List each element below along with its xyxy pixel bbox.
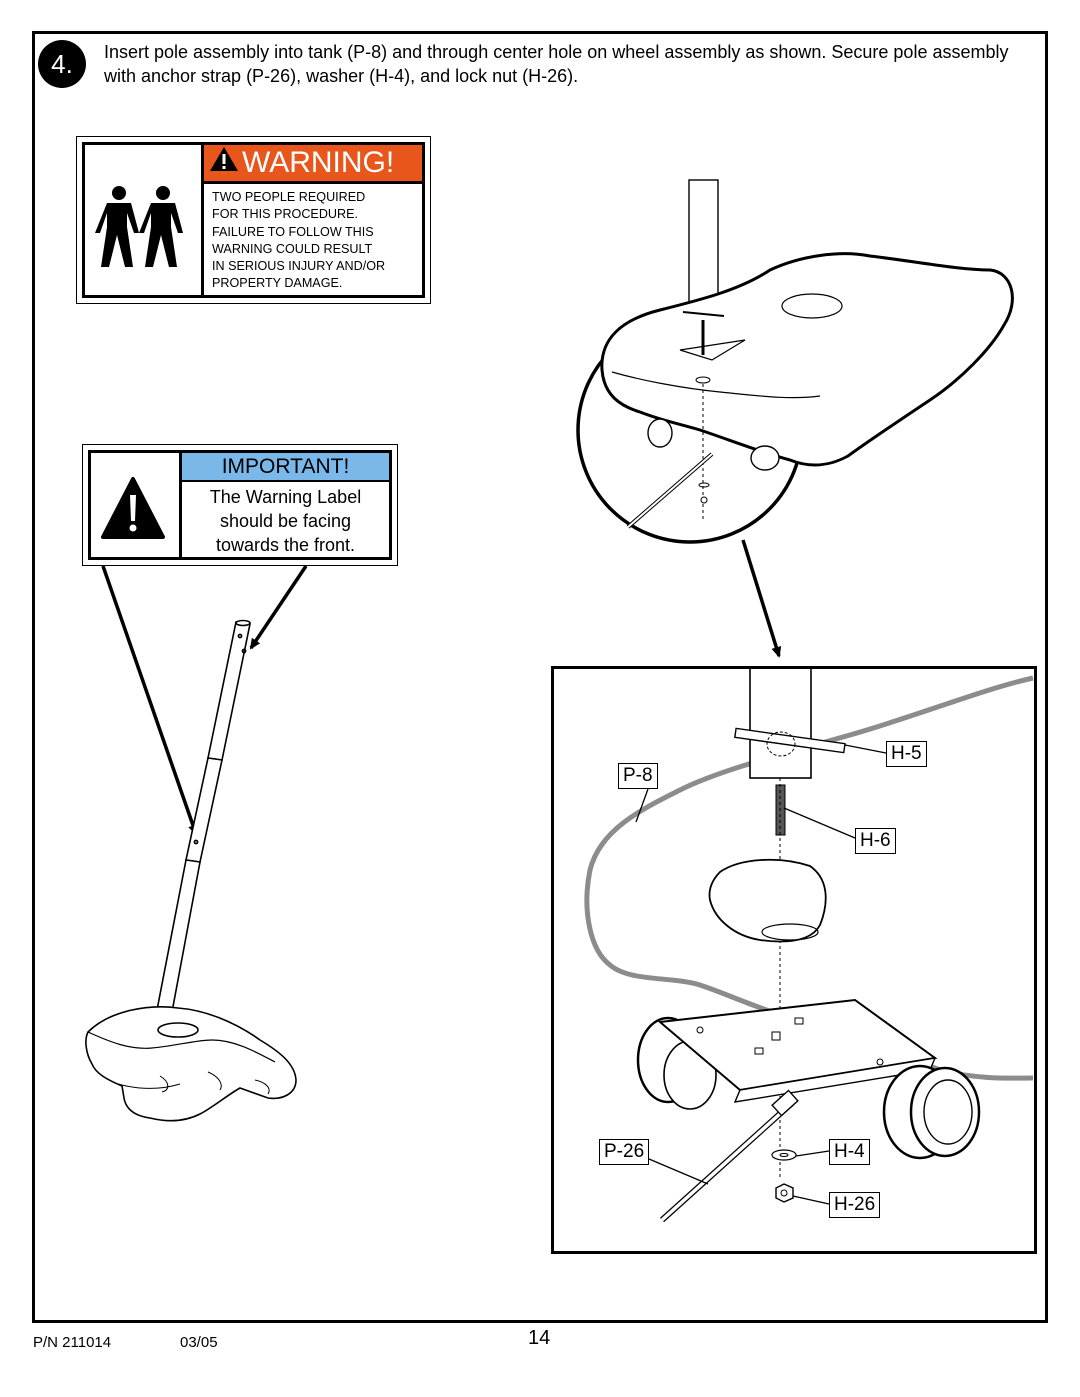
page-frame [32,31,1048,1323]
footer-part-number: P/N 211014 [33,1334,112,1351]
pole-assembly [85,619,297,1122]
callout-h6: H-6 [855,828,896,854]
callout-h4: H-4 [829,1139,870,1165]
warning-label: WARNING! TWO PEOPLE REQUIRED FOR THIS PR… [76,136,431,304]
footer-date: 03/05 [180,1334,218,1351]
label-arrows [101,565,308,836]
warning-line: FOR THIS PROCEDURE. [212,207,359,222]
warning-line: IN SERIOUS INJURY AND/OR [212,259,386,274]
warning-line: PROPERTY DAMAGE. [212,276,343,291]
important-header: IMPORTANT! [182,453,389,482]
step-instruction: Insert pole assembly into tank (P-8) and… [104,42,1009,86]
leader-lines [635,744,887,1205]
warning-title: WARNING! [242,146,395,179]
warning-text: TWO PEOPLE REQUIRED FOR THIS PROCEDURE. … [212,189,432,293]
warning-line: TWO PEOPLE REQUIRED [212,190,366,204]
detail-view-art [584,667,1034,1223]
page-number: 14 [528,1327,551,1349]
important-label: IMPORTANT! The Warning Label should be f… [82,444,398,566]
zoom-circle-view [576,179,1014,658]
two-people-icon [85,145,204,295]
important-text: The Warning Label should be facing towar… [182,485,389,557]
callout-p8: P-8 [618,763,658,789]
detail-view-frame [551,666,1037,1254]
warning-header: WARNING! [204,145,422,184]
warning-line: WARNING COULD RESULT [212,241,373,256]
important-line: should be facing [219,511,352,531]
important-line: towards the front. [215,535,356,555]
exclamation-triangle-icon [91,453,182,557]
warning-triangle-icon [208,145,240,181]
callout-h26: H-26 [829,1192,881,1218]
callout-p26: P-26 [599,1139,650,1165]
warning-line: FAILURE TO FOLLOW THIS [212,224,374,239]
callout-h5: H-5 [886,741,927,767]
step-number: 4. [38,40,86,88]
important-line: The Warning Label [209,487,362,507]
